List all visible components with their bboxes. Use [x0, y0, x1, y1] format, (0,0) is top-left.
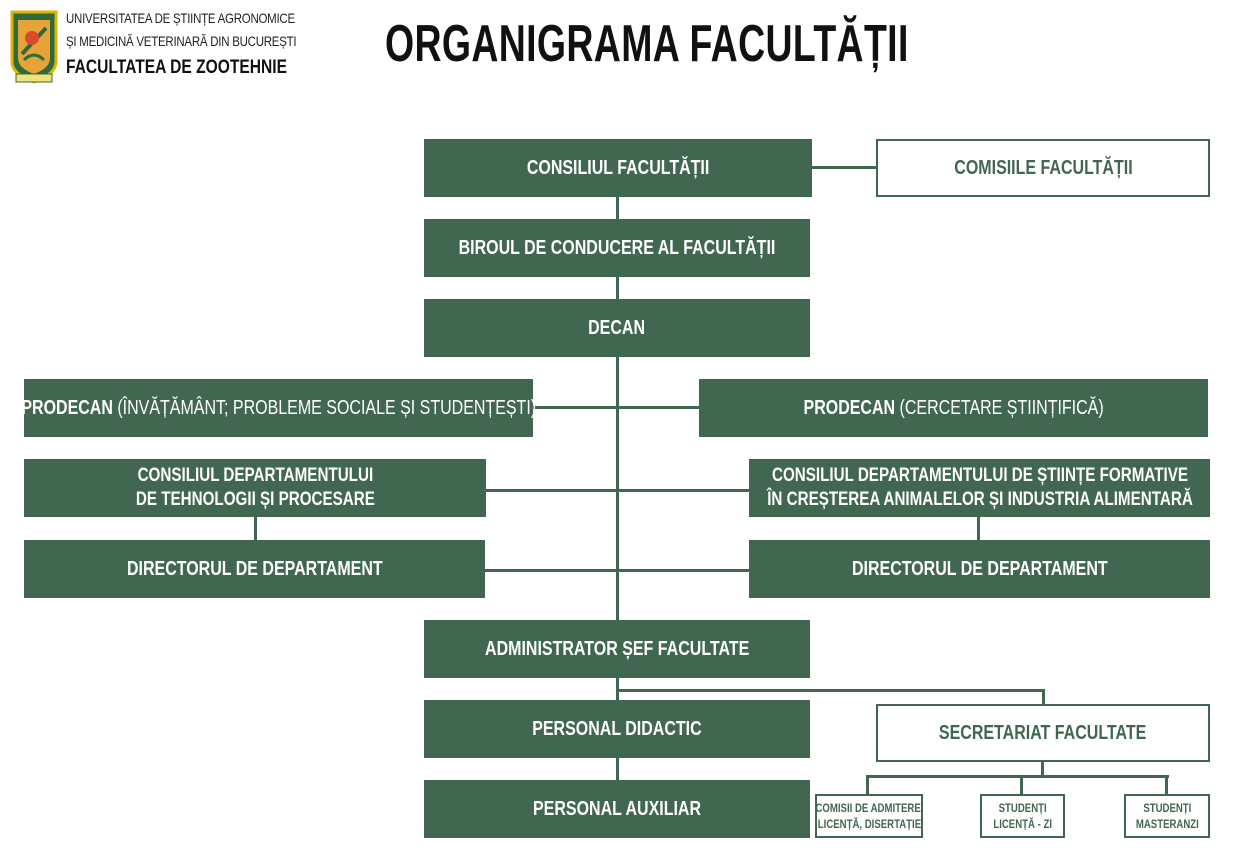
box-prodecan-invatamant: PRODECAN (ÎNVĂȚĂMÂNT; PROBLEME SOCIALE Ș… — [21, 379, 536, 437]
label-administrator: ADMINISTRATOR ȘEF FACULTATE — [484, 637, 750, 660]
label-studenti-masteranzi-line2: MASTERANZI — [1135, 817, 1199, 831]
label-prodecan-right-title: PRODECAN — [803, 396, 895, 419]
page-title: ORGANIGRAMA FACULTĂȚII — [385, 15, 909, 73]
connector-secretariat-down — [1041, 760, 1044, 776]
box-consiliu-dept-stiinte-formative: CONSILIUL DEPARTAMENTULUI DE ȘTIINȚE FOR… — [749, 459, 1210, 517]
connector-prodecan-right — [617, 406, 700, 409]
box-decan: DECAN — [424, 299, 810, 357]
box-personal-didactic: PERSONAL DIDACTIC — [424, 700, 810, 758]
connector-consiliu-comisii — [811, 166, 877, 169]
label-biroul-conducere: BIROUL DE CONDUCERE AL FACULTĂȚII — [458, 236, 776, 259]
connector-consiliu-dept-row — [485, 489, 750, 492]
label-comisiile-facultatii: COMISIILE FACULTĂȚII — [953, 156, 1133, 179]
label-consiliul-facultatii: CONSILIUL FACULTĂȚII — [526, 156, 710, 179]
box-director-dept-right: DIRECTORUL DE DEPARTAMENT — [749, 540, 1210, 598]
box-consiliu-dept-tehnologii: CONSILIUL DEPARTAMENTULUI DE TEHNOLOGII … — [24, 459, 486, 517]
connector-admin-secretariat-h — [617, 689, 1045, 692]
connector-branch-studenti-zi — [1020, 775, 1023, 795]
label-prodecan-right-detail: (CERCETARE ȘTIINȚIFICĂ) — [899, 396, 1104, 419]
box-studenti-licenta: STUDENȚI LICENȚĂ - ZI — [980, 794, 1065, 838]
university-name-line2: ȘI MEDICINĂ VETERINARĂ DIN BUCUREȘTI — [66, 33, 297, 49]
label-studenti-licenta-line2: LICENȚĂ - ZI — [993, 817, 1052, 831]
university-logo — [10, 10, 58, 84]
box-personal-auxiliar: PERSONAL AUXILIAR — [424, 780, 810, 838]
label-consiliu-dept-right-line2: ÎN CREȘTEREA ANIMALELOR ȘI INDUSTRIA ALI… — [766, 489, 1193, 510]
label-director-right: DIRECTORUL DE DEPARTAMENT — [851, 557, 1108, 580]
box-studenti-masteranzi: STUDENȚI MASTERANZI — [1124, 794, 1210, 838]
label-studenti-licenta-line1: STUDENȚI — [998, 801, 1047, 815]
connector-prodecan-left — [532, 406, 618, 409]
label-consiliu-dept-right-line1: CONSILIUL DEPARTAMENTULUI DE ȘTIINȚE FOR… — [771, 465, 1188, 486]
label-personal-auxiliar: PERSONAL AUXILIAR — [532, 797, 702, 820]
connector-secretariat-branches — [866, 775, 1169, 778]
connector-dept-left-vertical — [254, 516, 257, 542]
connector-main-vertical — [616, 196, 619, 622]
connector-director-row — [484, 569, 750, 572]
box-consiliul-facultatii: CONSILIUL FACULTĂȚII — [424, 139, 812, 197]
box-comisiile-facultatii: COMISIILE FACULTĂȚII — [876, 139, 1210, 197]
label-comisii-admitere-line2: LICENȚĂ, DISERTAȚIE — [817, 817, 921, 831]
box-director-dept-left: DIRECTORUL DE DEPARTAMENT — [24, 540, 485, 598]
connector-dept-right-vertical — [977, 516, 980, 542]
box-biroul-conducere: BIROUL DE CONDUCERE AL FACULTĂȚII — [424, 219, 810, 277]
connector-branch-comisii — [866, 775, 869, 795]
label-secretariat: SECRETARIAT FACULTATE — [939, 721, 1147, 744]
box-comisii-admitere: COMISII DE ADMITERE, LICENȚĂ, DISERTAȚIE — [815, 794, 923, 838]
label-comisii-admitere-line1: COMISII DE ADMITERE, — [815, 801, 923, 815]
university-name-line1: UNIVERSITATEA DE ȘTIINȚE AGRONOMICE — [66, 10, 295, 26]
label-director-left: DIRECTORUL DE DEPARTAMENT — [126, 557, 383, 580]
label-personal-didactic: PERSONAL DIDACTIC — [532, 717, 702, 740]
box-prodecan-cercetare: PRODECAN (CERCETARE ȘTIINȚIFICĂ) — [699, 379, 1208, 437]
box-secretariat: SECRETARIAT FACULTATE — [876, 704, 1210, 762]
faculty-name: FACULTATEA DE ZOOTEHNIE — [66, 57, 288, 78]
label-consiliu-dept-left-line2: DE TEHNOLOGII ȘI PROCESARE — [135, 489, 375, 510]
label-prodecan-left-title: PRODECAN — [21, 396, 113, 419]
label-decan: DECAN — [588, 316, 646, 339]
label-consiliu-dept-left-line1: CONSILIUL DEPARTAMENTULUI — [137, 465, 373, 486]
connector-branch-masteranzi — [1165, 775, 1168, 795]
label-prodecan-left-detail: (ÎNVĂȚĂMÂNT; PROBLEME SOCIALE ȘI STUDENȚ… — [117, 396, 536, 419]
label-studenti-masteranzi-line1: STUDENȚI — [1142, 801, 1191, 815]
box-administrator: ADMINISTRATOR ȘEF FACULTATE — [424, 620, 810, 678]
connector-admin-secretariat-v — [1042, 689, 1045, 706]
